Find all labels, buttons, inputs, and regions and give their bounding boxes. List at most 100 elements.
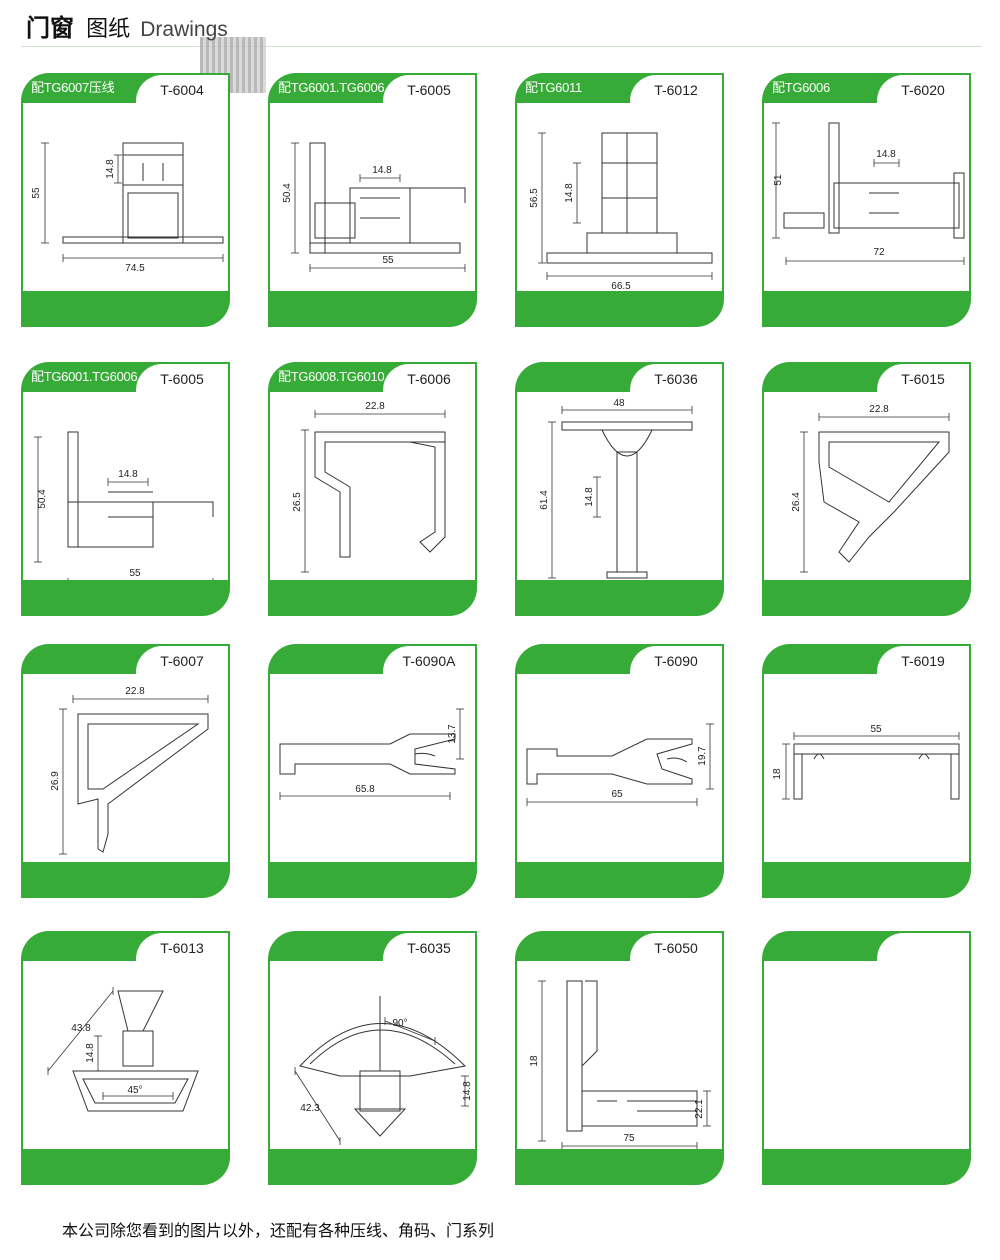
profile-outline (410, 187, 466, 203)
profile-outline (127, 192, 179, 239)
dimension-label: 55 (31, 187, 42, 199)
dimension-label: 14.8 (876, 149, 896, 160)
profile-code: T-6004 (136, 73, 230, 103)
dimension-label: 14.8 (564, 183, 575, 203)
dimension-label: 14.8 (584, 487, 595, 507)
dimension-label: 55 (870, 724, 882, 735)
profile-outline (581, 1090, 698, 1127)
profile-outline (117, 990, 164, 1032)
compatible-models: 配TG6011 (525, 80, 582, 95)
profile-outline (526, 738, 693, 785)
profile-outline (818, 431, 950, 563)
dimension-label: 72 (873, 247, 885, 258)
card-footer (21, 1149, 230, 1185)
profile-code: T-6007 (136, 644, 230, 674)
dimension-label: 48 (613, 398, 625, 409)
profile-drawing: 50.414.855 (34, 431, 214, 580)
compatible-models: 配TG6007压线 (31, 80, 115, 95)
profile-outline (793, 743, 960, 755)
dimension-label: 14.8 (105, 159, 116, 179)
profile-outline (828, 441, 941, 503)
profile-outline (353, 1108, 407, 1137)
dimension-label: 19.7 (697, 746, 708, 766)
profile-drawing: 22.826.5 (292, 401, 446, 573)
dimension-label: 90° (392, 1018, 407, 1029)
profile-drawing: 90°42.314.8 (294, 996, 473, 1145)
profile-outline (314, 431, 446, 558)
profile-outline (153, 501, 214, 517)
dimension-label: 55 (382, 255, 394, 266)
dimension-line (384, 1020, 436, 1042)
profile-outline (360, 197, 400, 219)
profile-drawing: 19.7 65 (526, 723, 714, 806)
profile-drawing: 13.7 65.8 (279, 708, 464, 800)
profile-outline (108, 491, 153, 518)
profile-outline (122, 1030, 154, 1067)
profile-outline (546, 252, 713, 264)
profile-outline (123, 154, 183, 186)
title-sub: 图纸 (86, 16, 131, 41)
dimension-label: 26.5 (292, 492, 303, 512)
dimension-label: 26.9 (50, 771, 61, 791)
profile-outline (299, 1023, 467, 1077)
dimension-label: 66.5 (611, 281, 631, 291)
dimension-label: 75 (623, 1133, 635, 1144)
profile-drawing: 22.826.4 (791, 404, 950, 573)
profile-code: T-6006 (383, 362, 477, 392)
profile-drawing: 43.814.845° (47, 987, 199, 1112)
drawing-area: 13.7 65.8 (268, 674, 477, 862)
profile-outline (72, 1070, 199, 1112)
profile-code: T-6036 (630, 362, 724, 392)
compatible-models: 配TG6001.TG6006 (31, 369, 138, 384)
dimension-label: 55 (129, 568, 141, 579)
profile-outline (581, 980, 598, 1067)
profile-outline (359, 1070, 401, 1112)
dimension-label: 14.8 (85, 1043, 96, 1063)
profile-outline (566, 980, 583, 1132)
profile-drawing: 55 18 (772, 724, 960, 800)
profile-drawing: 50.4 14.8 55 (282, 142, 466, 272)
profile-code-empty (877, 931, 971, 961)
profile-outline (67, 501, 154, 548)
dimension-label: 13.7 (447, 724, 458, 744)
profile-outline (602, 133, 657, 233)
dimension-label: 14.8 (462, 1081, 473, 1101)
dimension-label: 65.8 (355, 784, 375, 795)
dimension-label: 65 (611, 789, 623, 800)
profile-outline (87, 723, 200, 790)
profile-outline (953, 172, 965, 239)
header-divider (21, 46, 982, 47)
dimension-label: 50.4 (282, 183, 293, 203)
dimension-line (294, 1070, 341, 1142)
profile-code: T-6050 (630, 931, 724, 961)
profile-code: T-6005 (383, 73, 477, 103)
profile-outline (309, 242, 461, 254)
dimension-label: 14.8 (372, 165, 392, 176)
title-bold: 门窗 (26, 15, 74, 42)
compatible-models: 配TG6001.TG6006 (278, 80, 385, 95)
dimension-label: 18 (772, 768, 783, 780)
card-footer (515, 291, 724, 327)
dimension-label: 14.8 (118, 469, 138, 480)
profile-code: T-6035 (383, 931, 477, 961)
card-footer (268, 1149, 477, 1185)
